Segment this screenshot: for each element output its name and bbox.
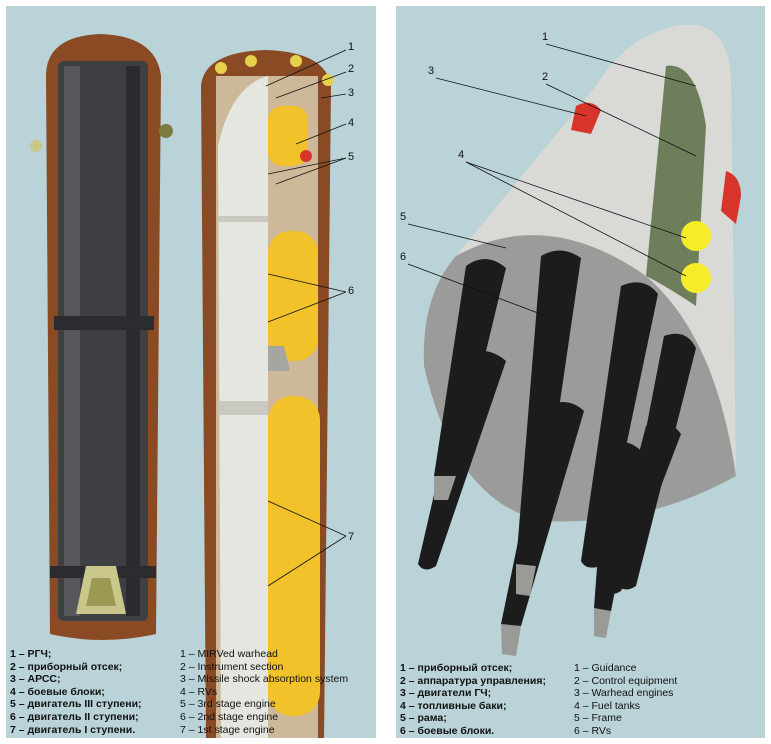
warhead-bus — [418, 24, 741, 656]
callout-3: 3 — [428, 65, 434, 77]
legend-item: 7 – двигатель I ступени. — [10, 723, 136, 736]
callout-4: 4 — [348, 117, 354, 129]
callout-5: 5 — [400, 211, 406, 223]
legend-item: 4 – RVs — [180, 685, 218, 698]
legend-en-right: 1 – Guidance 2 – Control equipment 3 – W… — [574, 662, 677, 738]
callout-lines — [407, 43, 697, 317]
callout-2: 2 — [542, 71, 548, 83]
callout-6: 6 — [348, 285, 354, 297]
callout-7: 7 — [348, 531, 354, 543]
callout-4: 4 — [458, 149, 464, 161]
legend-item: 6 – двигатель II ступени; — [10, 710, 139, 723]
warhead-bus-illustration: 1 2 3 4 5 6 — [400, 24, 741, 656]
legend-ru-right: 1 – приборный отсек; 2 – аппаратура упра… — [400, 662, 546, 738]
legend-item: 1 – приборный отсек; — [400, 662, 513, 674]
callout-3: 3 — [348, 87, 354, 99]
callout-lines — [265, 49, 347, 587]
legend-item: 5 – 3rd stage engine — [180, 698, 276, 711]
callout-1: 1 — [348, 41, 354, 53]
legend-item: 2 – Control equipment — [574, 674, 678, 687]
legend-item: 4 – Fuel tanks — [574, 699, 640, 712]
legend-item: 6 – боевые блоки. — [400, 724, 495, 737]
legend-item: 5 – рама; — [400, 712, 447, 725]
legend-item: 4 – топливные баки; — [400, 699, 507, 712]
legend-item: 6 – 2nd stage engine — [180, 710, 279, 723]
legend-item: 5 – Frame — [574, 712, 622, 725]
callout-2: 2 — [348, 63, 354, 75]
legend-item: 3 – двигатели ГЧ; — [400, 687, 492, 700]
legend-item: 1 – MIRVed warhead — [180, 648, 278, 660]
callout-numbers: 1 2 3 4 5 6 — [400, 31, 548, 263]
legend-item: 6 – RVs — [574, 724, 612, 737]
right-panel: 1 2 3 4 5 6 1 – приборный отсек; 2 – апп… — [396, 6, 765, 738]
legend-item: 2 – Instrument section — [180, 660, 284, 673]
legend-item: 3 – Warhead engines — [574, 687, 674, 700]
left-panel: 1 2 3 4 5 6 7 1 – РГЧ; 2 – приборный отс… — [6, 6, 376, 738]
legend-item: 3 – АРСС; — [10, 673, 61, 686]
callout-numbers: 1 2 3 4 5 6 7 — [348, 41, 354, 543]
legend-ru-left: 1 – РГЧ; 2 – приборный отсек; 3 – АРСС; … — [10, 648, 142, 736]
legend-item: 2 – приборный отсек; — [10, 660, 123, 673]
callout-6: 6 — [400, 251, 406, 263]
legend-item: 2 – аппаратура управления; — [400, 674, 546, 687]
legend-item: 1 – РГЧ; — [10, 648, 52, 660]
missile-cutaway-illustration: 1 2 3 4 5 6 7 — [30, 34, 354, 738]
legend-item: 3 – Missile shock absorption system — [180, 673, 349, 686]
legend-item: 4 – боевые блоки; — [10, 685, 105, 698]
legend-item: 5 – двигатель III ступени; — [10, 698, 142, 711]
silo-canister — [30, 34, 173, 640]
legend-item: 1 – Guidance — [574, 662, 637, 674]
legend-item: 7 – 1st stage engine — [180, 723, 275, 736]
legend-en-left: 1 – MIRVed warhead 2 – Instrument sectio… — [180, 648, 348, 736]
silo-sectioned — [201, 50, 334, 738]
callout-5: 5 — [348, 151, 354, 163]
callout-1: 1 — [542, 31, 548, 43]
